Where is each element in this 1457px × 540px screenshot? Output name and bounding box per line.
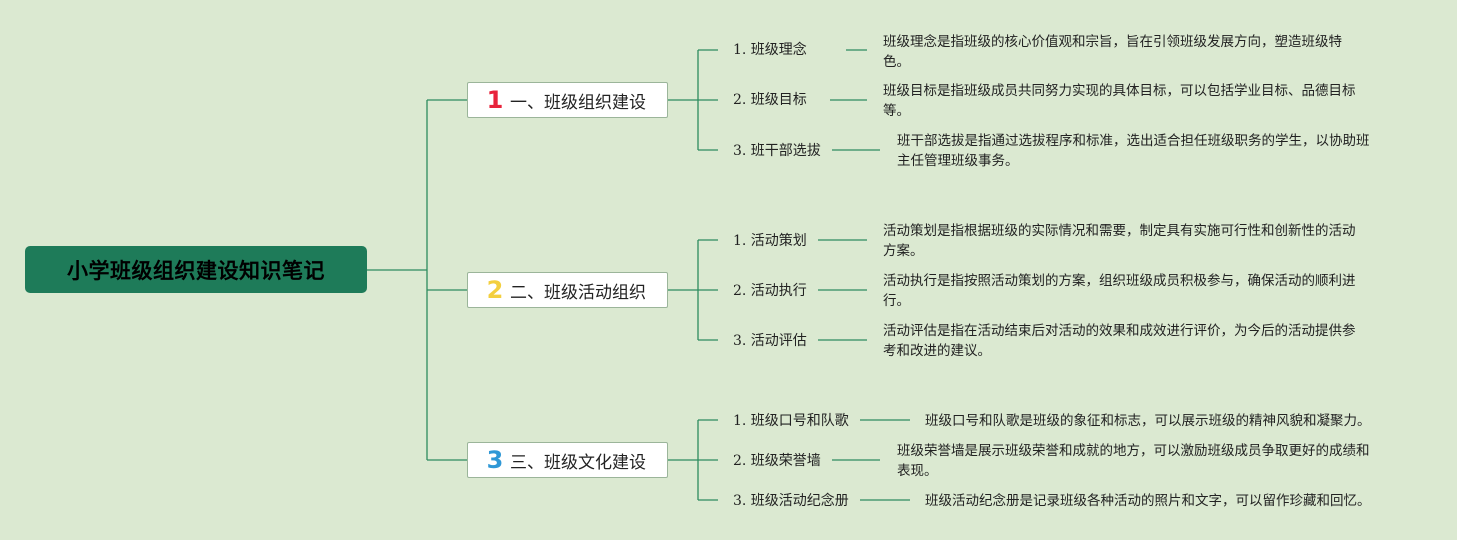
leaf-node-huodong-pinggu[interactable]: 3. 活动评估: [733, 333, 807, 349]
leaf-description: 活动策划是指根据班级的实际情况和需要，制定具有实施可行性和创新性的活动 方案。: [883, 223, 1356, 259]
branch-node-3[interactable]: 3 三、班级文化建设: [467, 442, 668, 478]
leaf-node-rongyu-qiang[interactable]: 2. 班级荣誉墙: [733, 453, 821, 469]
number-3-icon: 3: [486, 446, 504, 474]
leaf-description: 活动执行是指按照活动策划的方案，组织班级成员积极参与，确保活动的顺利进 行。: [883, 273, 1356, 309]
root-node-title[interactable]: 小学班级组织建设知识笔记: [25, 246, 367, 293]
leaf-description: 班级理念是指班级的核心价值观和宗旨，旨在引领班级发展方向，塑造班级特 色。: [883, 34, 1342, 70]
leaf-node-banji-mubiao[interactable]: 2. 班级目标: [733, 92, 807, 108]
branch-1-connector: [668, 49, 718, 151]
leaf-description: 班级目标是指班级成员共同努力实现的具体目标，可以包括学业目标、品德目标 等。: [883, 83, 1356, 119]
leaf-node-banji-linian[interactable]: 1. 班级理念: [733, 42, 807, 58]
leaf-description: 班级口号和队歌是班级的象征和标志，可以展示班级的精神风貌和凝聚力。: [925, 413, 1371, 429]
branch-node-2[interactable]: 2 二、班级活动组织: [467, 272, 668, 308]
branch-label: 二、班级活动组织: [510, 282, 646, 303]
branch-node-1[interactable]: 1 一、班级组织建设: [467, 82, 668, 118]
leaf-node-bangan-xuanba[interactable]: 3. 班干部选拔: [733, 143, 821, 159]
leaf-node-huodong-cehua[interactable]: 1. 活动策划: [733, 233, 807, 249]
branch-label: 三、班级文化建设: [510, 452, 646, 473]
leaf-node-jinian-ce[interactable]: 3. 班级活动纪念册: [733, 493, 849, 509]
leaf-description: 活动评估是指在活动结束后对活动的效果和成效进行评价，为今后的活动提供参 考和改进…: [883, 323, 1356, 359]
leaf-node-huodong-zhixing[interactable]: 2. 活动执行: [733, 283, 807, 299]
branch-3-connector: [668, 419, 718, 501]
leaf-description: 班级活动纪念册是记录班级各种活动的照片和文字，可以留作珍藏和回忆。: [925, 493, 1371, 509]
root-connector: [367, 99, 467, 461]
leaf-description: 班级荣誉墙是展示班级荣誉和成就的地方，可以激励班级成员争取更好的成绩和 表现。: [897, 443, 1370, 479]
number-2-icon: 2: [486, 276, 504, 304]
branch-2-connector: [668, 239, 718, 341]
branch-label: 一、班级组织建设: [510, 92, 646, 113]
leaf-description: 班干部选拔是指通过选拔程序和标准，选出适合担任班级职务的学生，以协助班 主任管理…: [897, 133, 1370, 169]
leaf-node-kouhao-duige[interactable]: 1. 班级口号和队歌: [733, 413, 849, 429]
number-1-icon: 1: [486, 86, 504, 114]
